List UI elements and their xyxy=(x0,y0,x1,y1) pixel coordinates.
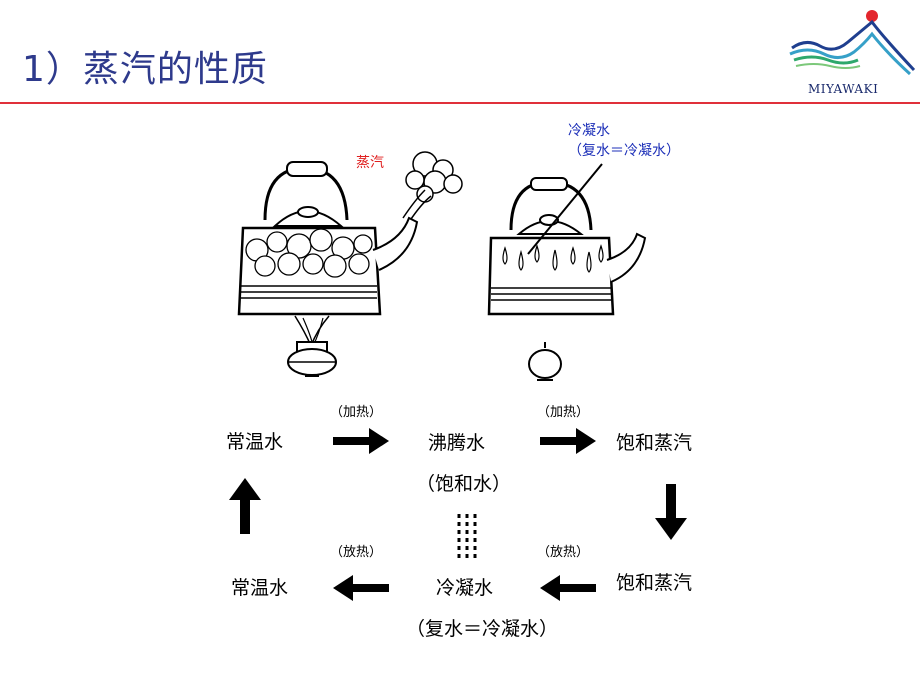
condensate-pointer-line xyxy=(527,163,603,255)
node-bottom-right: 饱和蒸汽 xyxy=(616,572,693,594)
arrow-right-2-icon xyxy=(540,428,596,454)
node-top-center-sub: （饱和水） xyxy=(416,473,512,495)
node-top-left: 常温水 xyxy=(226,431,284,453)
arrow-up-icon xyxy=(229,478,261,534)
arrow-down-icon xyxy=(655,484,687,540)
arrow-right-1-icon xyxy=(333,428,389,454)
release-label-2: （放热） xyxy=(537,545,590,560)
heat-label-2: （加热） xyxy=(537,405,590,420)
dashed-connector-line xyxy=(457,514,477,558)
page-title: 1）蒸汽的性质 xyxy=(22,49,268,90)
node-bottom-left: 常温水 xyxy=(231,577,289,599)
heat-label-1: （加热） xyxy=(330,405,383,420)
condensate-sublabel: （复水＝冷凝水） xyxy=(568,143,680,159)
arrow-left-2-icon xyxy=(333,575,389,601)
condensate-label: 冷凝水 xyxy=(568,123,610,139)
logo-text: MIYAWAKI xyxy=(808,82,879,96)
steam-label: 蒸汽 xyxy=(356,155,384,171)
node-bottom-center-sub: （复水＝冷凝水） xyxy=(406,618,559,640)
header-divider xyxy=(0,102,920,104)
node-bottom-center: 冷凝水 xyxy=(436,577,494,599)
release-label-1: （放热） xyxy=(330,545,383,560)
boiling-kettle-illustration xyxy=(237,151,463,377)
node-top-right: 饱和蒸汽 xyxy=(616,432,693,454)
condensing-kettle-illustration xyxy=(487,177,647,381)
arrow-left-1-icon xyxy=(540,575,596,601)
miyawaki-logo-icon xyxy=(789,10,916,76)
node-top-center: 沸腾水 xyxy=(428,432,486,454)
